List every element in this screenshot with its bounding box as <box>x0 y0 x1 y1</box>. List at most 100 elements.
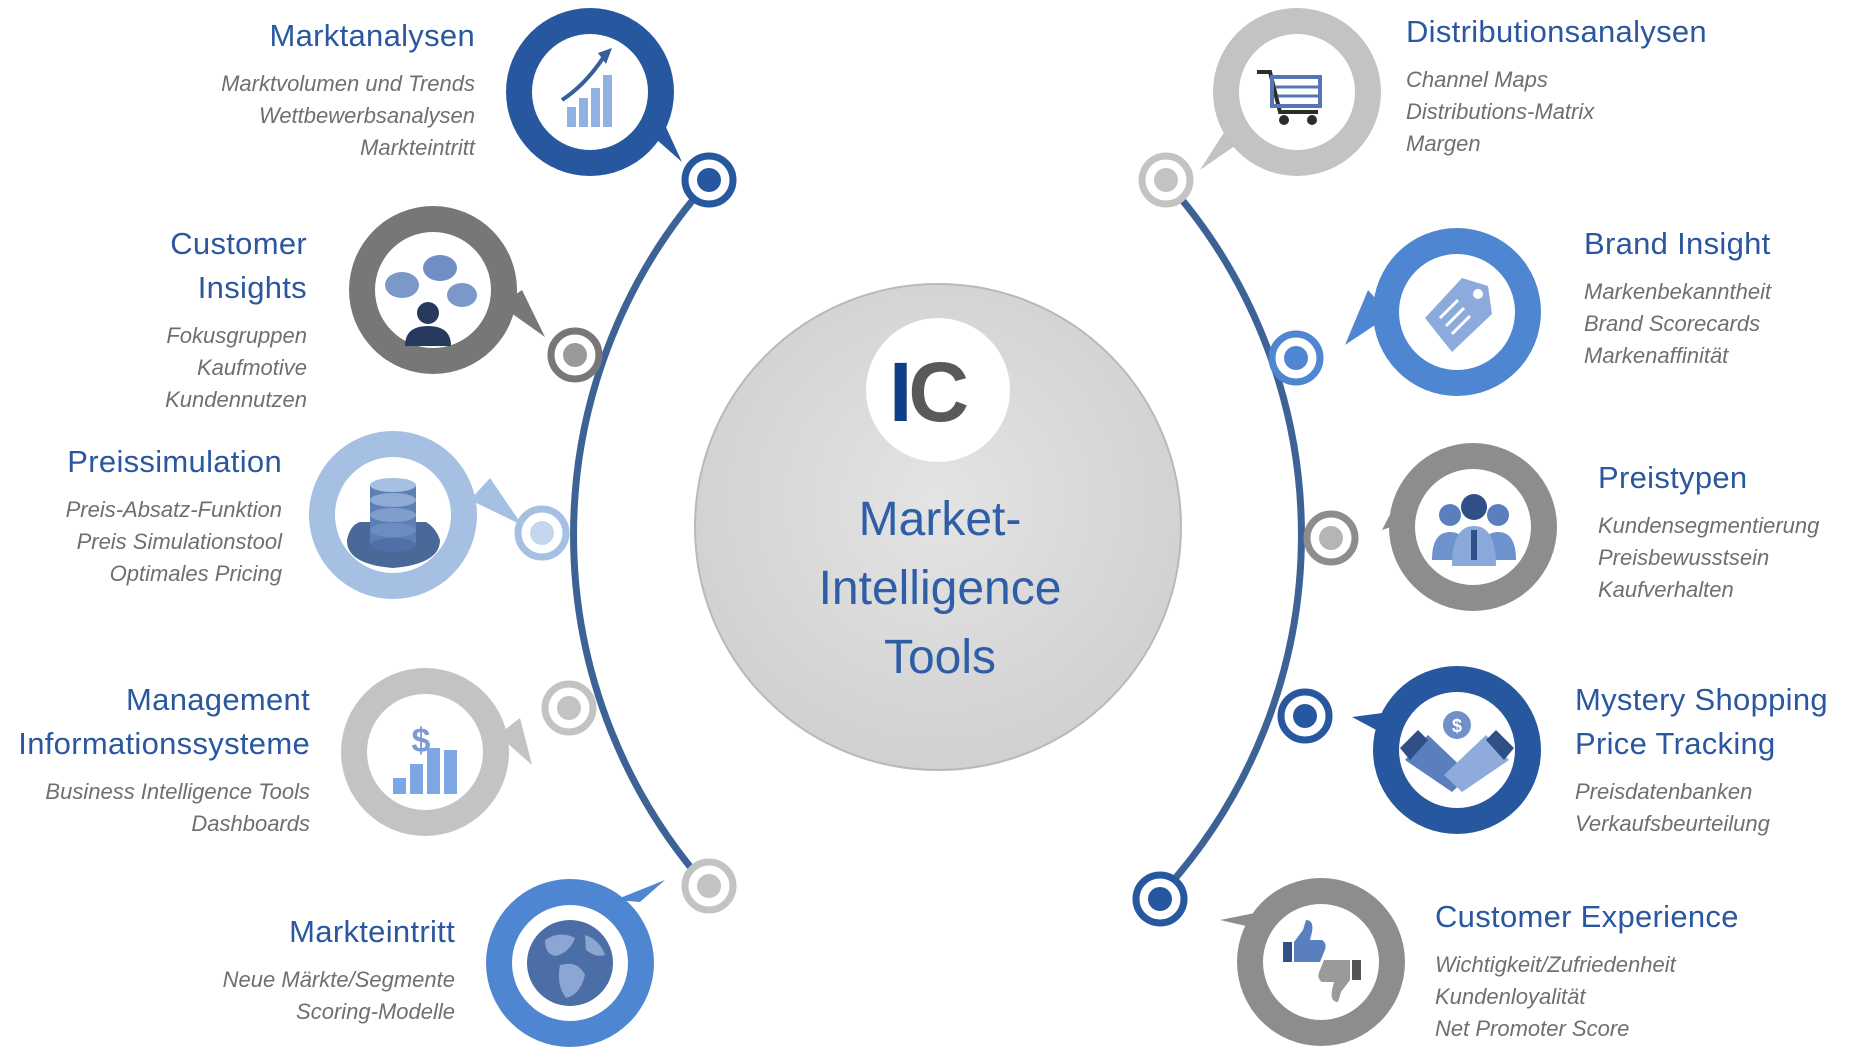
module-item: Net Promoter Score <box>1435 1016 1630 1041</box>
module-items: Kundensegmentierung Preisbewusstsein Kau… <box>1598 510 1819 606</box>
price-tag-icon <box>1425 278 1492 352</box>
svg-text:$: $ <box>412 722 431 760</box>
module-customer-insights: Customer Insights Fokusgruppen Kaufmotiv… <box>165 222 307 416</box>
node-customer-experience <box>1132 871 1188 927</box>
module-title: Marktanalysen <box>269 18 475 53</box>
module-item: Kundennutzen <box>165 387 307 412</box>
module-item: Preisdatenbanken <box>1575 779 1753 804</box>
module-item: Preisbewusstsein <box>1598 545 1770 570</box>
people-group-icon <box>1432 494 1516 566</box>
module-item: Wettbewerbsanalysen <box>258 103 475 128</box>
module-item: Preis-Absatz-Funktion <box>65 497 282 522</box>
node-marktanalysen <box>681 152 737 208</box>
module-item: Wichtigkeit/Zufriedenheit <box>1435 952 1676 977</box>
node-distributionsanalysen <box>1138 152 1194 208</box>
module-item: Kaufverhalten <box>1598 577 1734 602</box>
thumbs-up-down-icon <box>1283 920 1361 1002</box>
bubble-brand-insight <box>1345 228 1541 396</box>
module-preissimulation: Preissimulation Preis-Absatz-Funktion Pr… <box>66 440 282 590</box>
module-item: Kaufmotive <box>196 355 307 380</box>
bubble-customer-experience <box>1220 878 1405 1046</box>
module-title: Customer <box>170 226 307 261</box>
module-items: Business Intelligence Tools Dashboards <box>18 776 310 840</box>
module-distributionsanalysen: Distributionsanalysen Channel Maps Distr… <box>1406 10 1707 160</box>
bubble-preissimulation <box>309 431 522 599</box>
node-preistypen <box>1303 510 1359 566</box>
bubble-markteintritt <box>486 879 665 1047</box>
module-brand-insight: Brand Insight Markenbekanntheit Brand Sc… <box>1584 222 1771 372</box>
bar-chart-growth-icon <box>560 48 612 127</box>
svg-text:$: $ <box>1452 716 1462 736</box>
center-circle <box>694 283 1182 771</box>
shopping-cart-icon <box>1257 70 1322 125</box>
module-items: Marktvolumen und Trends Wettbewerbsanaly… <box>221 68 475 164</box>
module-item: Markenaffinität <box>1584 343 1729 368</box>
module-title: Insights <box>197 270 307 305</box>
module-item: Channel Maps <box>1406 67 1548 92</box>
globe-icon <box>527 920 613 1006</box>
module-item: Business Intelligence Tools <box>45 779 310 804</box>
node-mystery-shopping <box>1277 688 1333 744</box>
module-item: Kundenloyalität <box>1435 984 1586 1009</box>
node-markteintritt <box>681 858 737 914</box>
module-title: Markteintritt <box>289 914 455 949</box>
module-item: Fokusgruppen <box>166 323 307 348</box>
logo-letter-c: C <box>908 345 969 439</box>
module-items: Markenbekanntheit Brand Scorecards Marke… <box>1584 276 1771 372</box>
module-title: Price Tracking <box>1575 726 1776 761</box>
center-title: Market- Intelligence Tools <box>780 485 1100 692</box>
coin-stack-icon <box>346 478 440 568</box>
module-item: Optimales Pricing <box>109 561 282 586</box>
module-title: Preistypen <box>1598 460 1748 495</box>
module-customer-experience: Customer Experience Wichtigkeit/Zufriede… <box>1435 895 1739 1045</box>
left-arc <box>570 177 713 893</box>
bubble-marktanalysen <box>506 8 682 176</box>
module-items: Preisdatenbanken Verkaufsbeurteilung <box>1575 776 1828 840</box>
center-title-line: Intelligence <box>818 562 1062 615</box>
module-title: Customer Experience <box>1435 899 1739 934</box>
module-title: Mystery Shopping <box>1575 682 1828 717</box>
center-title-line: Tools <box>883 631 997 684</box>
module-title: Distributionsanalysen <box>1406 14 1707 49</box>
logo-circle <box>866 318 1010 462</box>
bubble-management-informationssysteme: $ <box>341 668 532 836</box>
center-title-line: Market- <box>858 493 1022 546</box>
module-items: Preis-Absatz-Funktion Preis Simulationst… <box>66 494 282 590</box>
module-item: Marktvolumen und Trends <box>221 71 475 96</box>
module-title: Management <box>126 682 310 717</box>
module-mystery-shopping: Mystery Shopping Price Tracking Preisdat… <box>1575 678 1828 840</box>
module-markteintritt: Markteintritt Neue Märkte/Segmente Scori… <box>223 910 455 1028</box>
right-arc <box>1162 177 1305 893</box>
logo-letter-i: I <box>888 345 912 439</box>
module-items: Channel Maps Distributions-Matrix Margen <box>1406 64 1707 160</box>
speech-bubbles-person-icon <box>385 255 477 346</box>
module-item: Preis Simulationstool <box>76 529 282 554</box>
module-title: Brand Insight <box>1584 226 1771 261</box>
node-preissimulation <box>514 505 570 561</box>
ic-logo: IC <box>862 347 992 437</box>
module-items: Fokusgruppen Kaufmotive Kundennutzen <box>165 320 307 416</box>
module-item: Dashboards <box>191 811 310 836</box>
module-item: Neue Märkte/Segmente <box>222 967 455 992</box>
bubble-mystery-shopping: $ <box>1352 666 1541 834</box>
module-title: Preissimulation <box>67 444 282 479</box>
module-item: Markteintritt <box>360 135 475 160</box>
dollar-bar-chart-icon: $ <box>393 722 457 794</box>
module-title: Informationssysteme <box>18 726 310 761</box>
bubble-distributionsanalysen <box>1200 8 1381 176</box>
handshake-icon: $ <box>1400 711 1514 792</box>
module-item: Distributions-Matrix <box>1406 99 1595 124</box>
node-brand-insight <box>1268 330 1324 386</box>
node-customer-insights <box>547 327 603 383</box>
module-item: Margen <box>1406 131 1481 156</box>
node-management-informationssysteme <box>541 680 597 736</box>
module-item: Kundensegmentierung <box>1598 513 1820 538</box>
module-preistypen: Preistypen Kundensegmentierung Preisbewu… <box>1598 456 1819 606</box>
module-item: Scoring-Modelle <box>296 999 455 1024</box>
module-item: Brand Scorecards <box>1584 311 1761 336</box>
module-item: Markenbekanntheit <box>1584 279 1772 304</box>
module-items: Neue Märkte/Segmente Scoring-Modelle <box>223 964 455 1028</box>
module-management-informationssysteme: Management Informationssysteme Business … <box>18 678 310 840</box>
bubble-customer-insights <box>349 206 545 374</box>
